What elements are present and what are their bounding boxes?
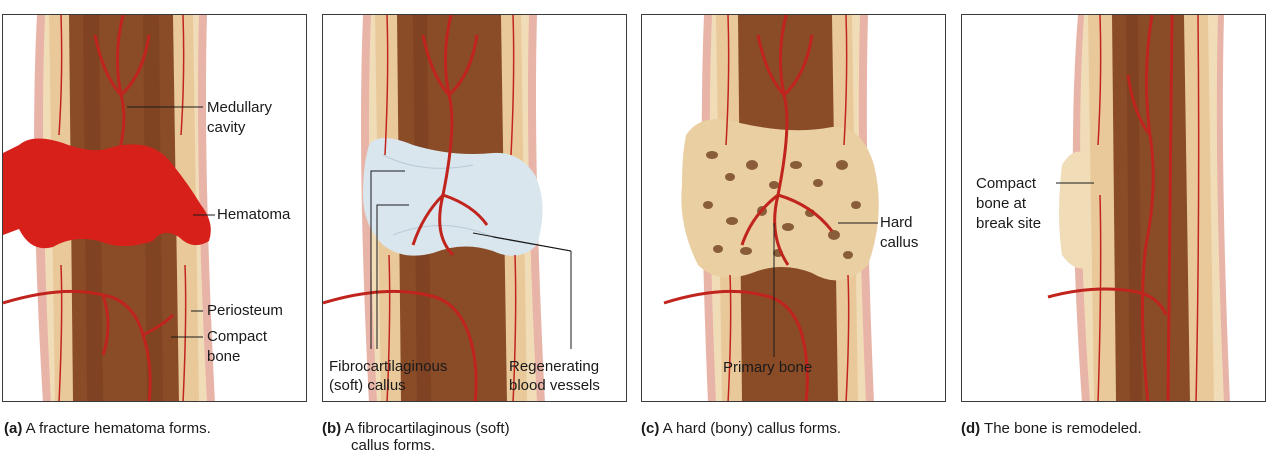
caption-a: (a) A fracture hematoma forms.	[4, 420, 211, 437]
label-fibrocartilaginous-callus-2: (soft) callus	[329, 377, 406, 395]
caption-d-text: The bone is remodeled.	[980, 420, 1142, 437]
label-periosteum: Periosteum	[207, 302, 283, 320]
label-compact-bone-2: bone	[207, 348, 240, 366]
caption-c: (c) A hard (bony) callus forms.	[641, 420, 841, 437]
panel-c: Hard callus Primary bone	[641, 14, 946, 402]
caption-b: (b) A fibrocartilaginous (soft) callus f…	[322, 420, 510, 454]
caption-a-letter: (a)	[4, 420, 22, 437]
label-primary-bone: Primary bone	[723, 359, 812, 377]
caption-d-letter: (d)	[961, 420, 980, 437]
label-regenerating-vessels-1: Regenerating	[509, 358, 599, 376]
panel-a: Medullary cavity Hematoma Periosteum Com…	[2, 14, 307, 402]
label-hard-callus-1: Hard	[880, 214, 913, 232]
label-regenerating-vessels-2: blood vessels	[509, 377, 600, 395]
caption-b-text-2: callus forms.	[322, 437, 435, 454]
label-compact-bone-break-2: bone at	[976, 195, 1026, 213]
panel-b: Fibrocartilaginous (soft) callus Regener…	[322, 14, 627, 402]
caption-c-text: A hard (bony) callus forms.	[659, 420, 841, 437]
caption-a-text: A fracture hematoma forms.	[22, 420, 210, 437]
caption-c-letter: (c)	[641, 420, 659, 437]
panel-d: Compact bone at break site	[961, 14, 1266, 402]
label-fibrocartilaginous-callus-1: Fibrocartilaginous	[329, 358, 447, 376]
soft-callus-illustration	[323, 15, 627, 402]
caption-b-text-1: A fibrocartilaginous (soft)	[341, 420, 509, 437]
caption-d: (d) The bone is remodeled.	[961, 420, 1142, 437]
label-compact-bone-break-1: Compact	[976, 175, 1036, 193]
label-medullary-cavity-1: Medullary	[207, 99, 272, 117]
caption-b-letter: (b)	[322, 420, 341, 437]
label-compact-bone-break-3: break site	[976, 215, 1041, 233]
label-hematoma: Hematoma	[217, 206, 290, 224]
label-medullary-cavity-2: cavity	[207, 119, 245, 137]
label-compact-bone-1: Compact	[207, 328, 267, 346]
label-hard-callus-2: callus	[880, 234, 918, 252]
hard-callus-illustration	[642, 15, 946, 402]
